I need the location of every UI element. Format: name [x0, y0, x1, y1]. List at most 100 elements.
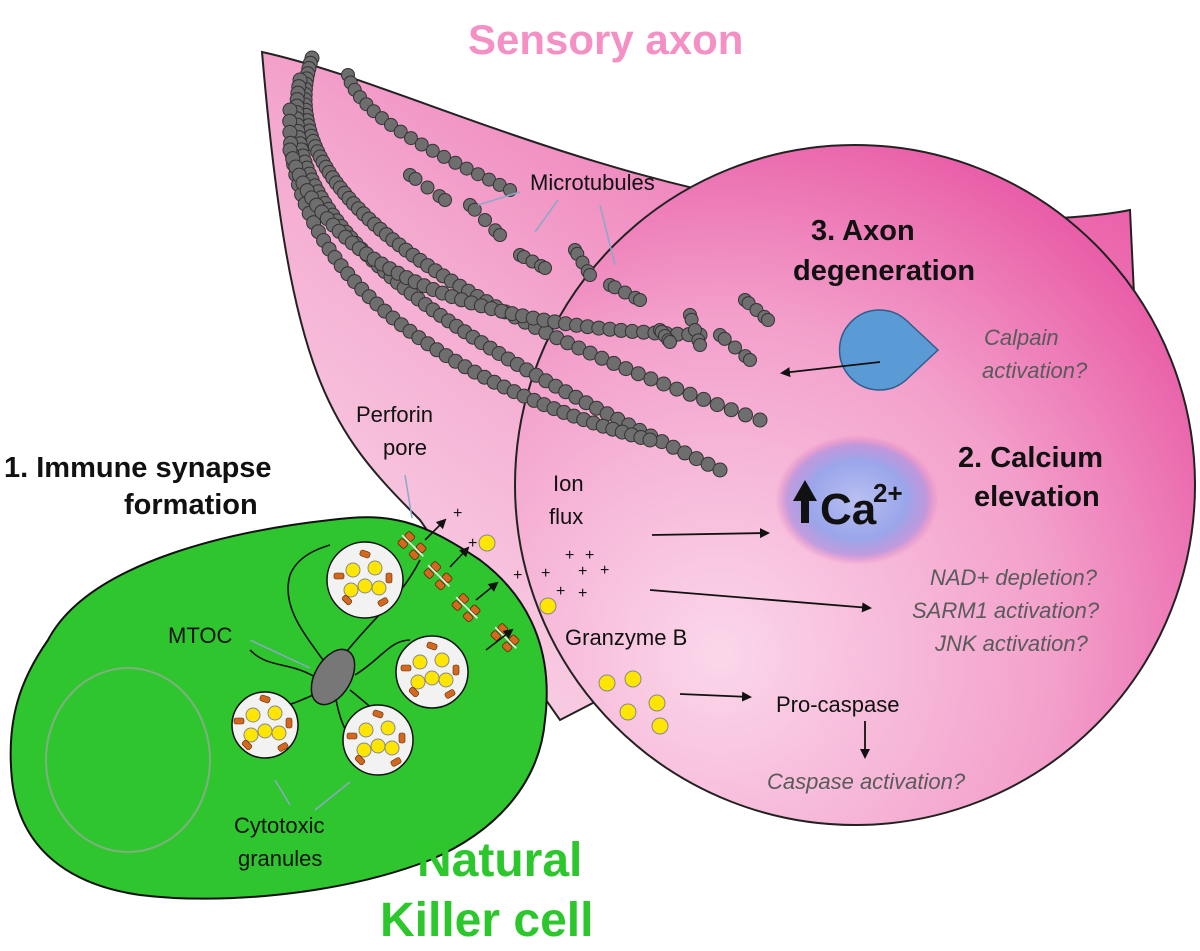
microtubule-subunit [538, 261, 552, 275]
pro-caspase-label: Pro-caspase [776, 692, 900, 717]
ion-plus-mark: + [578, 585, 587, 602]
microtubule-subunit [643, 371, 659, 387]
microtubule-subunit [384, 117, 398, 132]
microtubule-subunit [414, 137, 429, 152]
mtoc-pointer [249, 639, 311, 669]
sarm1-activation-label: SARM1 activation? [912, 598, 1100, 623]
microtubule-subunit [669, 381, 685, 397]
ion-plus-mark: + [453, 505, 462, 522]
granzyme-granule [438, 672, 454, 688]
ion-flux-label-line1: Ion [553, 471, 584, 496]
perforin-pores-group [397, 531, 520, 653]
granzyme-granule [357, 578, 373, 594]
perforin-molecule [377, 597, 389, 607]
microtubule-subunit [583, 268, 597, 282]
granzyme-b-label: Granzyme B [565, 625, 687, 650]
perforin-molecule [426, 641, 438, 651]
microtubules-group [282, 50, 775, 478]
microtubule-subunit [642, 432, 658, 448]
perforin-molecule [408, 686, 420, 698]
microtubule-subunit [696, 391, 712, 407]
perforin-molecule [398, 732, 406, 744]
perforin-molecule [277, 742, 289, 752]
granzyme-granule [257, 723, 273, 739]
perforin-molecule [341, 594, 353, 606]
step1-title-line2: formation [124, 489, 258, 521]
microtubule-subunit [723, 402, 739, 418]
microtubule-subunit [420, 180, 435, 195]
step3-title-line1: 3. Axon [811, 215, 915, 247]
perforin-molecule [259, 694, 271, 704]
perforin-molecule [354, 754, 366, 766]
microtubule-subunit [663, 335, 677, 349]
perforin-molecule [285, 717, 293, 729]
microtubule-subunit [682, 386, 698, 402]
microtubule-subunit [503, 183, 517, 197]
granzyme-granule [434, 652, 450, 668]
caspase-activation-label: Caspase activation? [767, 769, 966, 794]
ion-plus-mark: + [565, 547, 574, 564]
calcium-up-arrow [793, 480, 817, 523]
perforin-molecule [400, 664, 412, 672]
nad-depletion-label: NAD+ depletion? [930, 565, 1098, 590]
granzyme-granule [358, 722, 374, 738]
microtubule-subunit [467, 202, 482, 217]
microtubule-subunit [408, 171, 423, 186]
nk-cell-title-line2: Killer cell [380, 894, 593, 947]
microtubules-pointers [477, 191, 616, 266]
microtubule-subunit [448, 155, 463, 170]
microtubule-subunit [459, 161, 474, 176]
microtubule-subunit [717, 331, 732, 346]
granzyme-b-particle [598, 674, 616, 692]
mtoc-body [310, 648, 356, 706]
perforin-molecule [390, 757, 402, 767]
microtubule-subunit [743, 353, 757, 367]
perforin-molecule [444, 689, 456, 699]
perforin-molecule [241, 739, 253, 751]
calpain-label-line1: Calpain [984, 325, 1059, 350]
perforin-molecule [333, 572, 345, 580]
granzyme-b-particle [651, 717, 669, 735]
microtubule-subunit [761, 313, 775, 327]
step2-title-line1: 2. Calcium [958, 442, 1103, 474]
perforin-label-line2: pore [383, 435, 427, 460]
granzyme-granule [267, 705, 283, 721]
ion-plus-mark: + [468, 535, 477, 552]
perforin-molecule [385, 572, 393, 584]
released-granzyme-dots [478, 534, 669, 735]
perforin-molecule [452, 664, 460, 676]
pore-export-arrows [424, 518, 514, 651]
granzyme-b-particle [648, 694, 666, 712]
perforin-pore [423, 561, 453, 591]
calcium-base-label: Ca [820, 485, 877, 534]
granzyme-granule [271, 725, 287, 741]
microtubule-subunit [728, 340, 742, 355]
microtubule-subunit [700, 456, 716, 472]
perforin-label-line1: Perforin [356, 402, 433, 427]
microtubule-subunit [404, 131, 418, 146]
perforin-pore [451, 593, 481, 623]
microtubule-subunit [712, 462, 728, 478]
ion-plus-mark: + [578, 563, 587, 580]
perforin-molecule [359, 549, 371, 559]
granzyme-b-particle [624, 670, 642, 688]
step1-title-line1: 1. Immune synapse [4, 452, 272, 484]
jnk-activation-label: JNK activation? [934, 631, 1089, 656]
granzyme-granule [410, 674, 426, 690]
microtubule-subunit [633, 293, 647, 307]
calpain-label-line2: activation? [982, 358, 1088, 383]
granzyme-b-particle [478, 534, 496, 552]
microtubule-subunit [693, 338, 707, 352]
microtubule-subunit [471, 167, 485, 182]
granzyme-granule [370, 738, 386, 754]
sensory-axon-title: Sensory axon [468, 16, 743, 63]
ion-flux-label-line2: flux [549, 504, 583, 529]
ion-plus-mark: + [513, 567, 522, 584]
granzyme-granule [245, 707, 261, 723]
ion-plus-mark: + [541, 565, 550, 582]
microtubule-subunit [630, 366, 646, 382]
microtubule-subunit [752, 412, 768, 428]
ion-plus-mark: + [585, 547, 594, 564]
microtubule-subunit [738, 407, 753, 423]
